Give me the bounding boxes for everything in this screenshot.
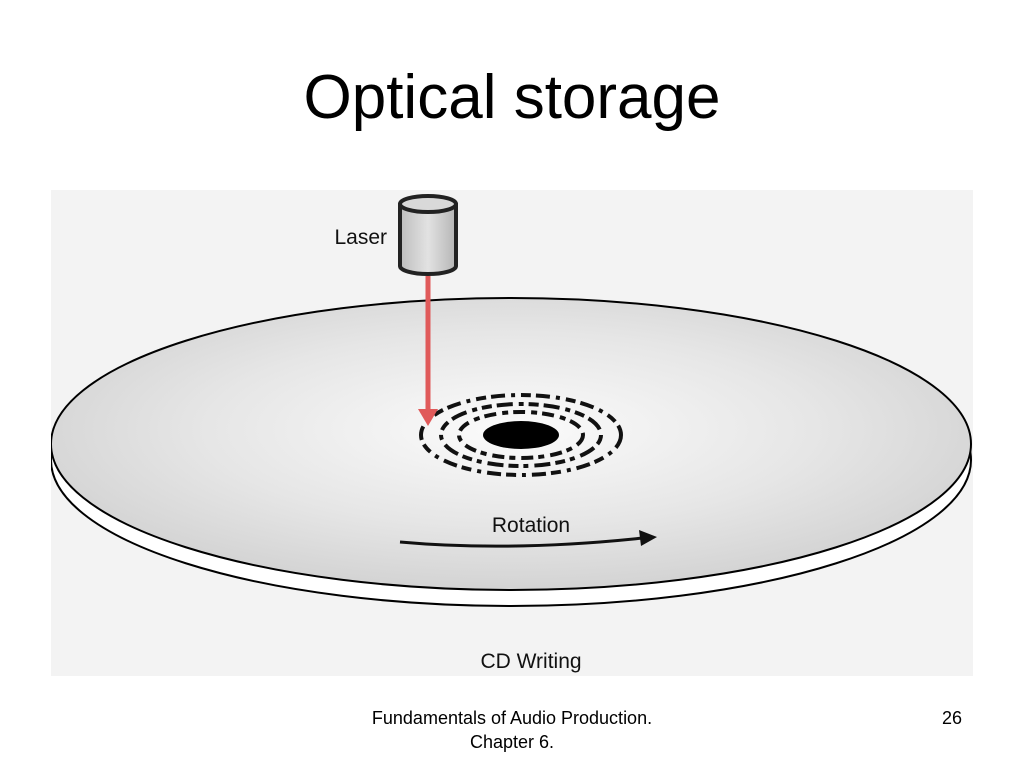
data-tracks bbox=[419, 393, 623, 477]
track-ring-outer bbox=[419, 393, 623, 477]
laser-beam-arrowhead bbox=[418, 409, 438, 426]
rotation-arrowhead bbox=[639, 530, 657, 546]
track-ring-middle bbox=[439, 402, 603, 468]
rotation-label: Rotation bbox=[492, 514, 570, 537]
disc-center-hole bbox=[483, 421, 559, 449]
diagram-svg: Laser Rotation CD Writing bbox=[51, 194, 972, 673]
cd-writing-diagram: Laser Rotation CD Writing bbox=[51, 190, 973, 676]
slide-title: Optical storage bbox=[303, 63, 721, 132]
rotation-arrow bbox=[399, 536, 644, 548]
laser-label: Laser bbox=[334, 226, 387, 249]
figure-caption: CD Writing bbox=[480, 650, 581, 673]
track-ring-inner bbox=[457, 410, 585, 460]
slide-footer: Fundamentals of Audio Production. Chapte… bbox=[371, 708, 653, 752]
page-number: 26 bbox=[941, 708, 962, 728]
laser-device-icon bbox=[398, 194, 458, 276]
